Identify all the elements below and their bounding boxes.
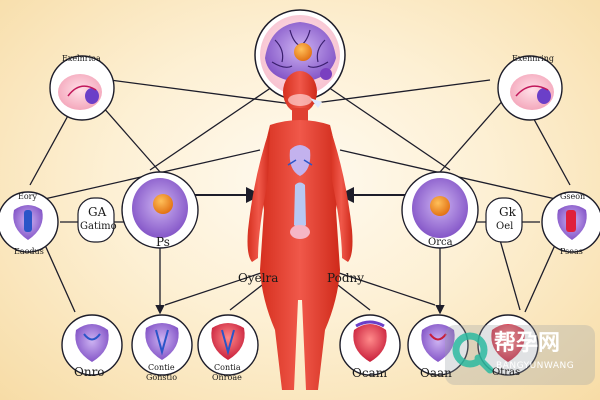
uterus-icon: [49, 55, 115, 121]
bottom-label-6: Otras: [492, 367, 521, 378]
node-label-mid-right-b: Pseas: [560, 247, 583, 256]
bottom-label-3b: Onroae: [212, 373, 242, 382]
node-label-mid-left-b: Eaodus: [14, 247, 44, 256]
kidney-icon: [339, 314, 401, 376]
watermark-logo: [445, 325, 595, 385]
organ-caption-left: Ps: [156, 235, 170, 249]
box-label-left-a: GA: [88, 205, 107, 219]
bottom-label-1: Onro: [74, 365, 105, 379]
kidney-icon: [131, 314, 193, 376]
box-label-left-b: Gatimo: [80, 221, 117, 232]
bottom-label-2a: Contie: [148, 363, 175, 372]
brain-icon: [254, 9, 346, 101]
uterus-icon: [497, 55, 563, 121]
watermark-title: 帮孕网: [494, 331, 561, 356]
organ-caption-right: Orca: [428, 237, 453, 248]
bottom-label-3a: Contia: [214, 363, 241, 372]
watermark-subtitle: BANGYUNWANG: [496, 361, 575, 371]
node-label-mid-right-a: Gseon: [560, 192, 586, 201]
arrow-icon: [155, 304, 445, 315]
body-label-right: Podny: [327, 271, 365, 285]
ovary-icon: [121, 171, 199, 249]
node-label-top-left: Exelnrioa: [62, 54, 101, 63]
bottom-label-2b: Gonstio: [146, 373, 178, 382]
ovary-icon: [401, 171, 479, 249]
box-label-right-b: Oel: [496, 221, 514, 232]
kidney-icon: [0, 191, 59, 253]
body-label-left: Oyelra: [238, 271, 279, 285]
kidney-icon: [61, 314, 123, 376]
node-label-mid-left-a: Eory: [18, 192, 37, 201]
label-box: [77, 197, 115, 243]
bottom-label-5: Oaan: [420, 366, 452, 380]
kidney-icon: [541, 191, 600, 253]
node-label-top-right: Exennring: [512, 54, 555, 63]
human-body: [247, 71, 353, 390]
label-box: [485, 197, 523, 243]
box-label-right-a: Gk: [499, 205, 516, 219]
kidney-icon: [477, 314, 539, 376]
kidney-icon: [197, 314, 259, 376]
kidney-icon: [407, 314, 469, 376]
bottom-label-4: Ocam: [352, 366, 388, 380]
